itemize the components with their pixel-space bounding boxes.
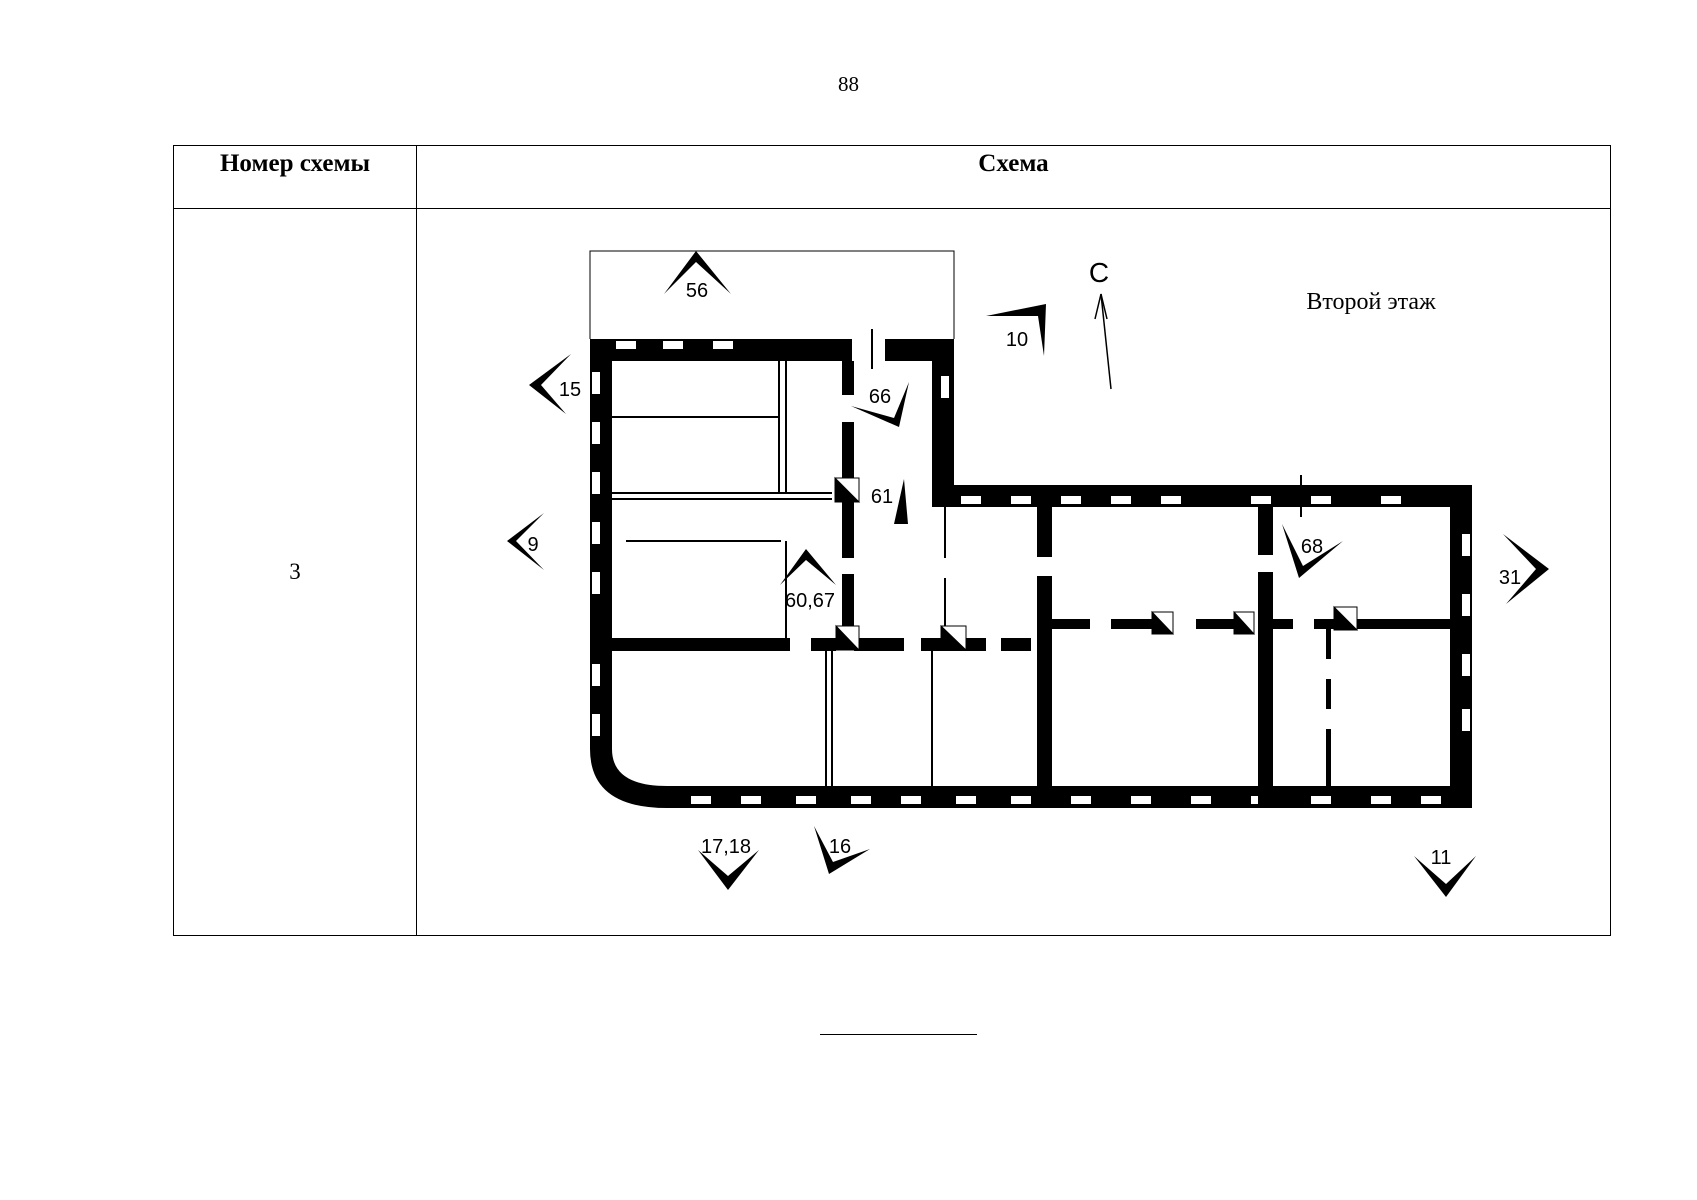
interior-walls bbox=[590, 361, 1450, 808]
marker-label: 9 bbox=[527, 534, 538, 556]
marker-label: 60,67 bbox=[785, 590, 835, 612]
outer-walls bbox=[590, 339, 1472, 808]
marker-label: 31 bbox=[1499, 567, 1521, 589]
marker-label: 10 bbox=[1006, 329, 1028, 351]
floor-plan: С Второй этаж 56 10 15 66 61 9 60,67 68 … bbox=[507, 250, 1549, 897]
north-arrow bbox=[1094, 293, 1112, 390]
marker-label: 17,18 bbox=[701, 836, 751, 858]
marker-label: 16 bbox=[829, 836, 851, 858]
marker-label: 11 bbox=[1431, 847, 1452, 869]
marker-label: 61 bbox=[871, 486, 893, 508]
marker-label: 68 bbox=[1301, 536, 1323, 558]
north-label: С bbox=[1089, 257, 1109, 288]
marker-label: 66 bbox=[869, 386, 891, 408]
dimension-frame bbox=[589, 250, 955, 339]
marker-label: 56 bbox=[686, 280, 708, 302]
scheme-number: 3 bbox=[173, 208, 417, 936]
table-header-row: Номер схемы Схема bbox=[173, 145, 1611, 209]
door-markers bbox=[834, 476, 1359, 651]
footnote-rule bbox=[820, 1034, 977, 1035]
scheme-table: Номер схемы Схема 3 bbox=[173, 145, 1611, 936]
header-scheme: Схема bbox=[416, 145, 1611, 209]
windows bbox=[592, 341, 1470, 804]
marker-label: 15 bbox=[559, 379, 581, 401]
header-scheme-number: Номер схемы bbox=[173, 145, 417, 209]
floor-label: Второй этаж bbox=[1306, 289, 1436, 315]
view-marker-chevrons bbox=[507, 251, 1549, 897]
page-number: 88 bbox=[838, 72, 859, 96]
table-row: 3 bbox=[173, 208, 1611, 936]
scheme-cell: С Второй этаж 56 10 15 66 61 9 60,67 68 … bbox=[416, 208, 1611, 936]
partitions bbox=[612, 329, 1302, 786]
